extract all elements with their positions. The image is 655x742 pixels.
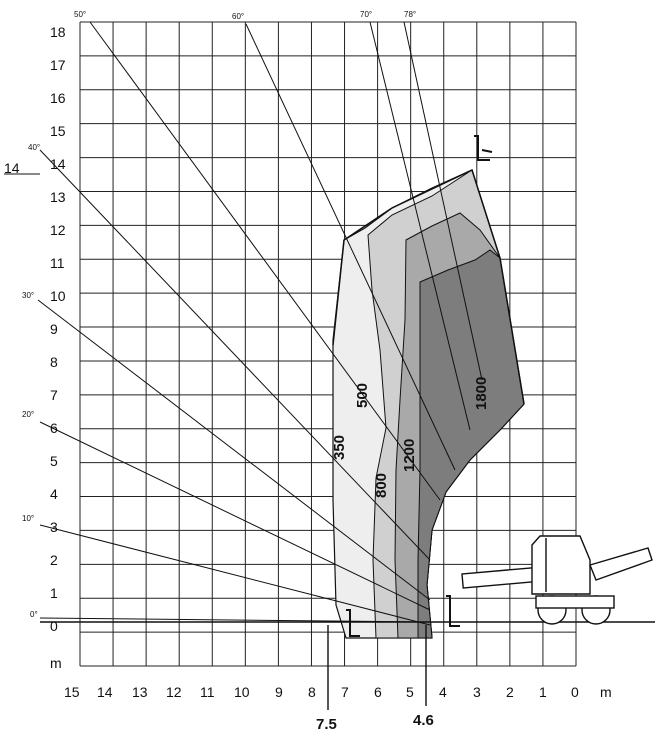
angle-label-60: 60° (232, 12, 244, 21)
angle-label-78: 78° (404, 10, 416, 19)
angle-line-70 (369, 21, 471, 431)
x-tick-5: 5 (406, 684, 414, 700)
y-tick-7: 7 (50, 387, 58, 403)
angle-label-30: 30° (22, 291, 34, 300)
x-tick-10: 10 (234, 684, 250, 700)
y-tick-10: 10 (50, 288, 66, 304)
y-tick-6: 6 (50, 420, 58, 436)
x-tick-14: 14 (97, 684, 113, 700)
zone-label-500: 500 (354, 383, 371, 408)
x-tick-11: 11 (200, 684, 215, 700)
angle-line-10 (39, 524, 431, 626)
y-tick-12: 12 (50, 222, 66, 238)
marker-4-6: 4.6 (413, 712, 434, 729)
y-tick-9: 9 (50, 321, 58, 337)
y-axis-labels: 18 17 16 15 14 13 12 11 10 9 8 7 6 5 4 3… (4, 24, 66, 671)
boom-angle-lines (37, 21, 655, 626)
zone-label-350: 350 (331, 435, 348, 460)
y-tick-13: 13 (50, 189, 66, 205)
angle-line-60 (245, 23, 456, 471)
angle-line-78 (403, 21, 483, 381)
x-tick-2: 2 (506, 684, 514, 700)
x-tick-8: 8 (308, 684, 316, 700)
x-axis-unit: m (600, 684, 612, 700)
y-tick-17: 17 (50, 57, 66, 73)
y-tick-11: 11 (50, 255, 65, 271)
telehandler-machine-icon (461, 535, 653, 625)
marker-7-5: 7.5 (316, 716, 337, 733)
y-tick-0: 0 (50, 618, 58, 634)
reach-envelope (332, 168, 525, 405)
x-tick-0: 0 (571, 684, 579, 700)
angle-label-20: 20° (22, 410, 34, 419)
y-tick-8: 8 (50, 354, 58, 370)
x-tick-12: 12 (166, 684, 182, 700)
x-tick-15: 15 (64, 684, 80, 700)
y-tick-1: 1 (50, 585, 58, 601)
load-zones (332, 168, 525, 639)
zone-label-1800: 1800 (473, 377, 490, 410)
y-tick-16: 16 (50, 90, 66, 106)
angle-line-50 (89, 21, 441, 501)
y-tick-14: 14 (50, 156, 66, 172)
x-tick-6: 6 (374, 684, 382, 700)
zone-label-1200: 1200 (401, 439, 418, 472)
y-side-marker-14: 14 (4, 160, 20, 176)
y-tick-15: 15 (50, 123, 66, 139)
x-tick-4: 4 (439, 684, 447, 700)
angle-line-30 (37, 299, 431, 601)
zone-label-800: 800 (373, 473, 390, 498)
angle-label-40: 40° (28, 143, 40, 152)
angle-label-10: 10° (22, 514, 34, 523)
x-tick-7: 7 (341, 684, 349, 700)
y-tick-18: 18 (50, 24, 66, 40)
angle-line-20 (39, 421, 431, 611)
y-tick-5: 5 (50, 453, 58, 469)
x-tick-1: 1 (539, 684, 547, 700)
x-axis-labels: 15 14 13 12 11 10 9 8 7 6 5 4 3 2 1 0 m (64, 684, 612, 700)
angle-line-40 (39, 149, 431, 561)
x-tick-9: 9 (275, 684, 283, 700)
x-tick-13: 13 (132, 684, 148, 700)
angle-label-0: 0° (30, 610, 38, 619)
y-tick-3: 3 (50, 519, 58, 535)
bottom-markers: 7.5 4.6 (316, 625, 434, 733)
fork-attachment-icon (346, 135, 493, 637)
angle-label-50: 50° (74, 10, 86, 19)
y-axis-unit: m (50, 655, 62, 671)
y-tick-4: 4 (50, 486, 58, 502)
y-tick-2: 2 (50, 552, 58, 568)
angle-labels: 50° 60° 70° 78° 40° 30° 20° 10° 0° (22, 10, 416, 619)
x-tick-3: 3 (473, 684, 481, 700)
zone-labels: 350 500 800 1200 1800 (331, 377, 490, 498)
angle-label-70: 70° (360, 10, 372, 19)
zone-1800-region (417, 249, 525, 639)
